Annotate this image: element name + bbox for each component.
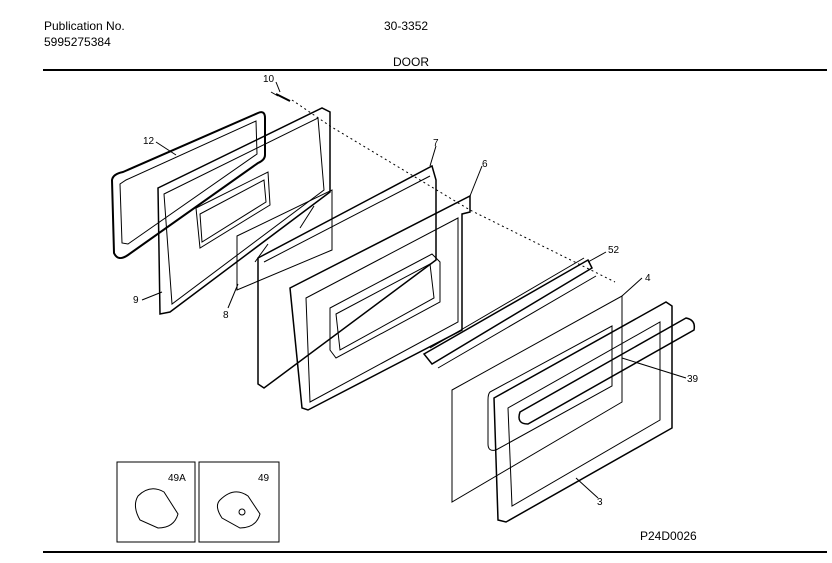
part-window-glass [236,189,333,291]
part-gasket [110,111,266,259]
section-title: DOOR [393,55,429,69]
inset-box-49a [116,461,196,543]
leader-3 [575,477,599,499]
leader-4 [621,277,643,297]
leader-9 [141,291,163,301]
callout-3: 3 [597,497,603,508]
callout-39: 39 [687,374,699,385]
leader-52 [587,251,607,263]
part-inner-liner [157,107,331,315]
leader-6 [469,165,483,197]
leader-39 [621,357,687,379]
callout-52: 52 [608,245,620,256]
part-door-frame [493,301,673,523]
callout-4: 4 [645,273,651,284]
knob-49a [134,488,179,529]
knob-49-indicator [238,508,246,516]
publication-label: Publication No. [44,19,125,33]
callout-12: 12 [143,136,155,147]
part-window-frame [289,194,471,411]
part-handle [518,317,696,425]
publication-number: 5995275384 [44,35,111,49]
header-rule [43,69,827,71]
assembly-centerline [291,99,616,283]
callout-49: 49 [258,473,270,484]
leader-8 [227,283,239,309]
callout-10: 10 [263,74,275,85]
inset-box-49 [198,461,280,543]
footer-rule [43,551,827,553]
part-insulation [257,164,437,389]
knob-49 [216,491,261,529]
callout-9: 9 [133,295,139,306]
model-code: 30-3352 [384,19,429,33]
callout-labels: 10 12 7 6 52 4 39 9 8 3 49A 49 [133,74,699,508]
callout-7: 7 [433,138,439,149]
callout-49a: 49A [168,473,186,484]
callout-8: 8 [223,310,229,321]
part-screw [270,91,291,102]
callout-6: 6 [482,159,488,170]
leader-7 [429,145,437,167]
leader-12 [155,141,177,156]
drawing-code: P24D0026 [640,529,697,543]
part-handle-bracket [422,257,597,369]
leader-10 [275,81,281,93]
